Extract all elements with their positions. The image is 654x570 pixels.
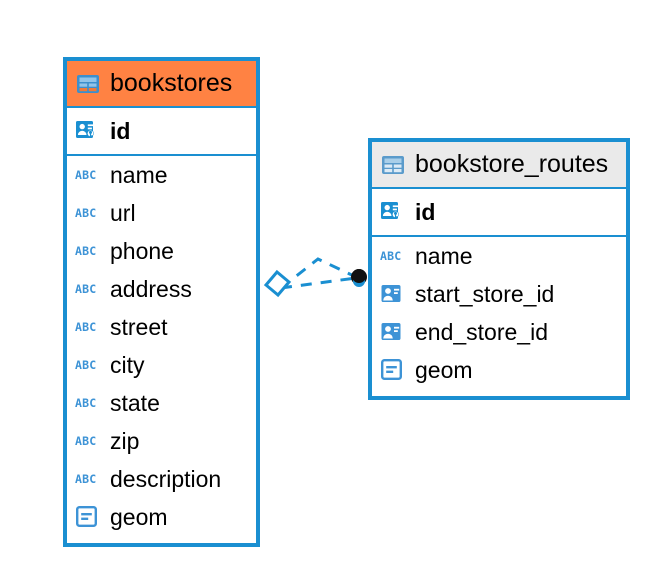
- field-name: name: [110, 161, 168, 188]
- svg-text:ABC: ABC: [380, 249, 401, 263]
- primary-key-section: id: [67, 106, 256, 156]
- entity-table-bookstores[interactable]: bookstores id: [63, 57, 260, 547]
- field-row-phone[interactable]: ABC phone: [67, 232, 256, 270]
- entity-header-bookstore-routes[interactable]: bookstore_routes: [372, 142, 626, 187]
- entity-header-bookstores[interactable]: bookstores: [67, 61, 256, 106]
- svg-text:ABC: ABC: [75, 168, 96, 182]
- text-field-icon: ABC: [75, 206, 96, 220]
- text-field-icon: ABC: [380, 249, 401, 263]
- svg-text:ABC: ABC: [75, 396, 96, 410]
- entity-title: bookstore_routes: [415, 150, 609, 178]
- primary-key-icon: [76, 121, 94, 138]
- filled-circle-marker-inner: [353, 275, 365, 287]
- text-field-icon: ABC: [75, 244, 96, 258]
- field-name: street: [110, 313, 168, 340]
- field-name: geom: [415, 356, 473, 383]
- svg-text:ABC: ABC: [75, 434, 96, 448]
- field-name: address: [110, 275, 192, 302]
- field-row-id[interactable]: id: [67, 108, 256, 154]
- text-field-icon: ABC: [75, 472, 96, 486]
- field-name: zip: [110, 427, 140, 454]
- diamond-marker: [263, 269, 292, 298]
- field-name: url: [110, 199, 136, 226]
- field-name: id: [415, 198, 436, 225]
- text-field-icon: ABC: [75, 434, 96, 448]
- primary-key-icon: [381, 202, 399, 219]
- field-name: state: [110, 389, 160, 416]
- text-field-icon: ABC: [75, 168, 96, 182]
- field-name: geom: [110, 503, 168, 530]
- table-icon: [382, 155, 404, 174]
- entity-table-bookstore-routes[interactable]: bookstore_routes id: [368, 138, 630, 400]
- field-row-id[interactable]: id: [372, 189, 626, 235]
- text-field-icon: ABC: [75, 282, 96, 296]
- field-name: start_store_id: [415, 280, 555, 307]
- primary-key-section: id: [372, 187, 626, 237]
- field-name: description: [110, 465, 222, 492]
- field-row-end-store-id[interactable]: end_store_id: [372, 313, 626, 351]
- svg-text:ABC: ABC: [75, 320, 96, 334]
- field-row-start-store-id[interactable]: start_store_id: [372, 275, 626, 313]
- svg-text:ABC: ABC: [75, 472, 96, 486]
- field-row-description[interactable]: ABC description: [67, 460, 256, 498]
- geometry-field-icon: [76, 506, 98, 528]
- geometry-field-icon: [381, 359, 403, 381]
- filled-circle-marker: [351, 269, 367, 285]
- text-field-icon: ABC: [75, 320, 96, 334]
- relationship-line-lower: [280, 276, 357, 290]
- entity-title: bookstores: [110, 69, 233, 97]
- field-row-city[interactable]: ABC city: [67, 346, 256, 384]
- field-name: end_store_id: [415, 318, 548, 345]
- field-row-state[interactable]: ABC state: [67, 384, 256, 422]
- foreign-key-icon: [381, 323, 401, 340]
- svg-text:ABC: ABC: [75, 206, 96, 220]
- svg-text:ABC: ABC: [75, 358, 96, 372]
- field-row-name[interactable]: ABC name: [67, 156, 256, 194]
- filled-circle-marker-cap: [352, 269, 366, 283]
- field-row-zip[interactable]: ABC zip: [67, 422, 256, 460]
- field-row-geom[interactable]: geom: [372, 351, 626, 389]
- table-icon: [77, 74, 99, 93]
- text-field-icon: ABC: [75, 358, 96, 372]
- foreign-key-icon: [381, 285, 401, 302]
- relationship-line-upper: [280, 257, 357, 290]
- field-name: name: [415, 242, 473, 269]
- svg-text:ABC: ABC: [75, 244, 96, 258]
- field-row-name[interactable]: ABC name: [372, 237, 626, 275]
- field-row-address[interactable]: ABC address: [67, 270, 256, 308]
- fields-section-bookstore-routes: ABC name start_store_id: [372, 237, 626, 389]
- field-name: phone: [110, 237, 174, 264]
- field-row-street[interactable]: ABC street: [67, 308, 256, 346]
- field-name: city: [110, 351, 145, 378]
- svg-text:ABC: ABC: [75, 282, 96, 296]
- field-row-geom[interactable]: geom: [67, 498, 256, 536]
- field-name: id: [110, 117, 131, 144]
- fields-section-bookstores: ABC name ABC url ABC phone AB: [67, 156, 256, 536]
- text-field-icon: ABC: [75, 396, 96, 410]
- field-row-url[interactable]: ABC url: [67, 194, 256, 232]
